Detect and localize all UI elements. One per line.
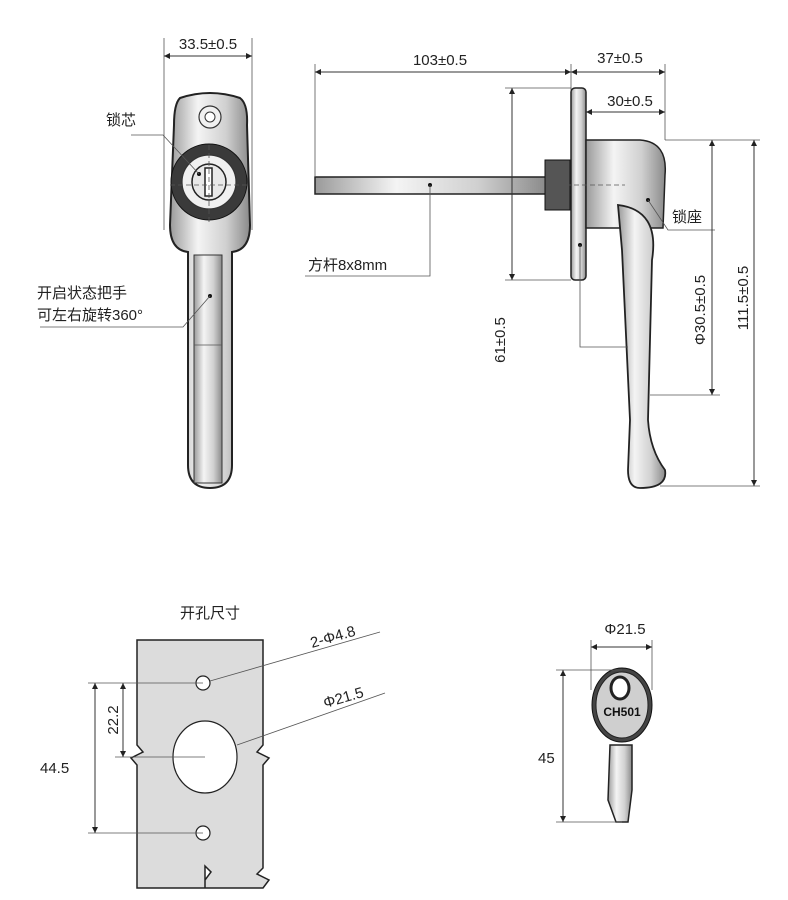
- keyhole-icon: [204, 167, 213, 197]
- base-depth-dimension: 37±0.5: [597, 50, 643, 67]
- handle-lever: [193, 254, 223, 484]
- small-holes-dimension: 2-Φ4.8: [308, 623, 357, 652]
- side-view: 103±0.5 37±0.5 30±0.5 方杆8x8mm 61±0.5 锁座 …: [305, 50, 760, 489]
- front-view: 33.5±0.5 锁芯 开启状态把手 可左右旋转360°: [37, 36, 253, 490]
- lock-core-label: 锁芯: [106, 112, 136, 129]
- base-label: 锁座: [672, 209, 702, 226]
- handle-note-line1: 开启状态把手: [37, 285, 127, 302]
- shaft-collar: [544, 159, 571, 211]
- cutout-title: 开孔尺寸: [180, 605, 240, 622]
- base-inner-dimension: 30±0.5: [607, 93, 653, 110]
- flange: [570, 87, 587, 281]
- key-view: Φ21.5 CH501 45: [538, 621, 653, 823]
- key-blade: [607, 744, 633, 823]
- key-length-dimension: 45: [538, 750, 555, 767]
- key-width-dimension: Φ21.5: [604, 621, 645, 638]
- base-diameter-dimension: Φ30.5±0.5: [692, 275, 709, 345]
- key-marking: CH501: [603, 705, 641, 719]
- shaft-label: 方杆8x8mm: [308, 257, 387, 274]
- cutout-view: 开孔尺寸 44.5 22.2 2-Φ4.8 Φ21.5: [40, 605, 386, 889]
- shaft-offset-dimension: 61±0.5: [492, 317, 509, 363]
- hole-spacing-dimension: 44.5: [40, 760, 69, 777]
- side-handle-lever: [617, 203, 667, 489]
- shaft-length-dimension: 103±0.5: [413, 52, 467, 69]
- handle-note-line2: 可左右旋转360°: [37, 307, 143, 324]
- total-height-dimension: 111.5±0.5: [735, 266, 752, 330]
- lock-base: [585, 139, 667, 229]
- half-spacing-dimension: 22.2: [105, 705, 122, 734]
- width-dimension: 33.5±0.5: [179, 36, 237, 53]
- key-ring-hole: [609, 675, 631, 701]
